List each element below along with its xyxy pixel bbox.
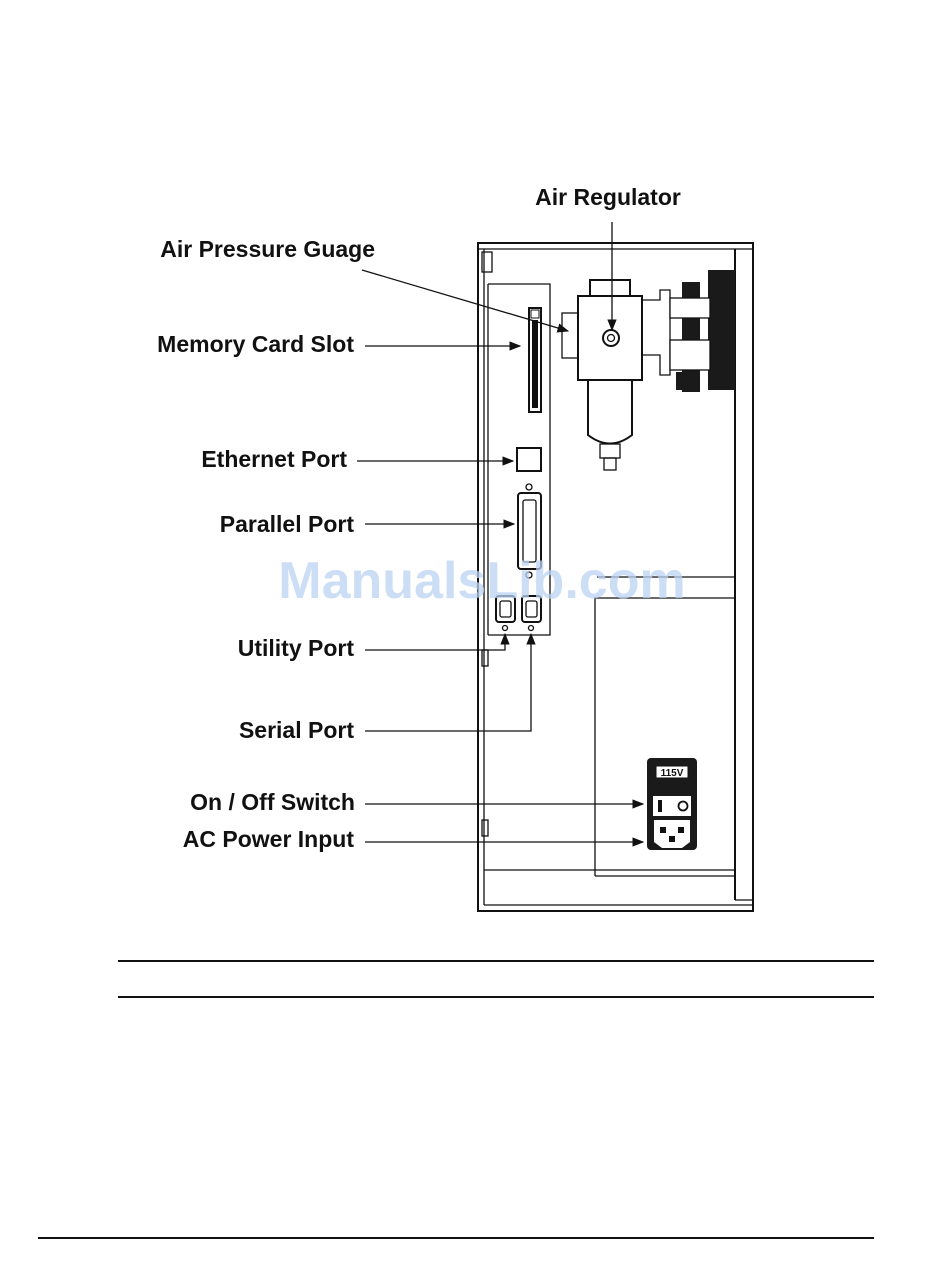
power-module: 115V — [647, 758, 697, 850]
leader-lines — [357, 222, 643, 842]
label-utility-port: Utility Port — [238, 635, 355, 661]
label-air-pressure-gauge: Air Pressure Guage — [160, 236, 375, 262]
fuse-voltage-label: 115V — [661, 768, 684, 779]
label-serial-port: Serial Port — [239, 717, 354, 743]
label-parallel-port: Parallel Port — [220, 511, 355, 537]
watermark: ManualsLib.com — [278, 552, 685, 610]
label-memory-card-slot: Memory Card Slot — [157, 331, 354, 357]
air-pressure-gauge-icon — [603, 330, 619, 346]
rule-bottom — [118, 996, 874, 998]
label-ethernet-port: Ethernet Port — [201, 446, 347, 472]
label-ac-power-input: AC Power Input — [183, 826, 355, 852]
label-on-off-switch: On / Off Switch — [190, 789, 355, 815]
label-air-regulator: Air Regulator — [535, 184, 681, 210]
air-regulator-assembly — [562, 280, 670, 470]
rule-top — [118, 960, 874, 962]
memory-card-slot-icon — [529, 308, 541, 412]
page-footer-rule — [38, 1237, 874, 1239]
leader-air-pressure-gauge — [362, 270, 568, 331]
dark-rear-component — [670, 270, 735, 392]
leader-serial-port — [365, 634, 531, 731]
ac-power-input-icon — [654, 820, 690, 848]
ethernet-port-icon — [517, 448, 541, 471]
